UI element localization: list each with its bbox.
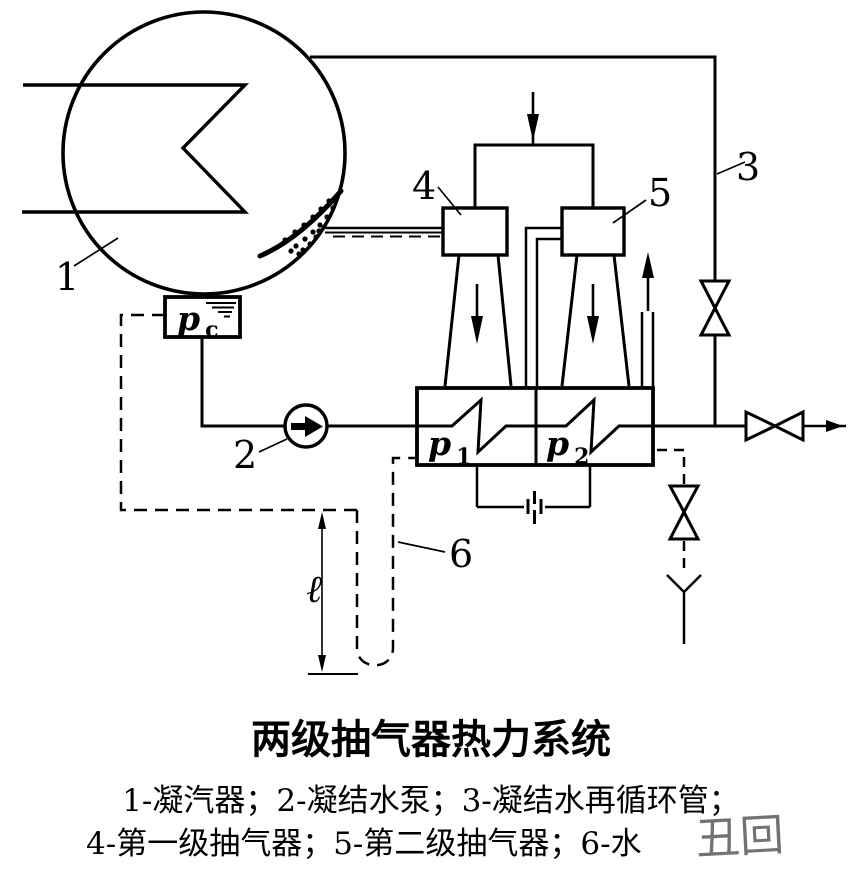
condensate-pump xyxy=(283,403,329,449)
vent-flow-arrow-icon xyxy=(642,252,654,278)
label-first-ejector: 4 xyxy=(412,164,436,208)
condenser-vessel xyxy=(22,10,347,296)
figure-title: 两级抽气器热力系统 xyxy=(251,716,611,763)
recirculation-valve xyxy=(698,279,732,337)
liquid-level-icon xyxy=(206,302,236,318)
bowtie-valve-icon xyxy=(698,304,732,337)
condensate-outlet-valve xyxy=(744,409,805,443)
label-pump: 2 xyxy=(233,433,257,477)
label-length: ℓ xyxy=(306,567,322,611)
drain-drop-pipes xyxy=(475,465,592,507)
open-drain-funnel-icon xyxy=(666,574,702,644)
drain-seal-symbol xyxy=(526,491,543,524)
leader-4 xyxy=(437,186,462,216)
dimension-l xyxy=(308,512,358,675)
label-condenser: 1 xyxy=(55,255,79,299)
ejector-assembly xyxy=(441,92,655,388)
pressure-symbols: p c p 1 p 2 xyxy=(177,299,589,470)
leader-3 xyxy=(716,161,746,175)
turbine-exhaust-duct xyxy=(22,83,250,214)
bowtie-valve-icon xyxy=(744,409,779,443)
condensate-water-line-with-seals xyxy=(327,396,746,456)
caption-line-2: 4-第一级抽气器；5-第二级抽气器；6-水 xyxy=(86,826,642,862)
first-stage-ejector-body xyxy=(441,206,509,257)
drain-dashed-line-upper xyxy=(657,448,686,486)
cooler-drains xyxy=(475,465,592,524)
vacuum-equalizing-line xyxy=(119,313,357,512)
piping xyxy=(310,55,717,426)
leader-lines xyxy=(73,161,746,553)
outlet-flow-arrow-icon xyxy=(826,420,843,432)
bowtie-valve-icon xyxy=(698,279,732,312)
label-second-ejector: 5 xyxy=(648,171,672,215)
water-seal-circuit xyxy=(119,313,415,667)
bowtie-valve-icon xyxy=(667,484,701,516)
interstage-pipe-inner-wall xyxy=(535,237,561,388)
condensate-pipe-to-pump xyxy=(200,337,285,428)
bowtie-valve-icon xyxy=(667,508,701,541)
first-stage-diffuser xyxy=(443,254,513,387)
bowtie-valve-icon xyxy=(771,409,805,443)
recirculation-pipe-upper xyxy=(310,55,717,281)
interstage-pipe-outer-wall xyxy=(524,226,561,388)
dimension-arrow-up-icon xyxy=(318,512,326,529)
leader-1 xyxy=(73,237,119,267)
diffuser1-flow-arrow-icon xyxy=(471,316,483,344)
condenser-shell xyxy=(61,10,347,296)
second-stage-ejector-body xyxy=(560,206,626,257)
pressure-pc: p c xyxy=(177,299,219,343)
dimension-arrow-down-icon xyxy=(318,655,326,672)
leader-5 xyxy=(612,199,647,224)
vent-pipe xyxy=(640,312,655,388)
leader-2 xyxy=(258,438,288,453)
valves xyxy=(657,279,846,644)
drain-to-funnel-branch xyxy=(657,448,702,644)
hotwell xyxy=(163,295,242,339)
pump-flow-arrow-icon xyxy=(291,416,323,437)
water-seal-u-tube xyxy=(355,456,415,667)
watermark-stamp: 丑回 xyxy=(695,810,786,866)
pressure-p1: p 1 xyxy=(428,424,471,470)
steam-flow-arrow-icon xyxy=(527,114,539,141)
steam-header xyxy=(473,143,595,208)
air-cooling-zone-baffle xyxy=(257,188,344,259)
leader-6 xyxy=(397,541,446,553)
diffuser2-flow-arrow-icon xyxy=(587,316,599,344)
air-vapour-dots xyxy=(282,198,336,257)
number-labels: 1 2 3 4 5 6 ℓ xyxy=(55,145,760,611)
label-water-seal: 6 xyxy=(449,532,473,576)
caption-line-1: 1-凝汽器；2-凝结水泵；3-凝结水再循环管； xyxy=(122,783,740,819)
label-recirculation-pipe: 3 xyxy=(736,145,760,189)
intercooler xyxy=(200,337,746,467)
pressure-p2: p 2 xyxy=(546,424,589,470)
second-stage-diffuser xyxy=(560,254,631,387)
